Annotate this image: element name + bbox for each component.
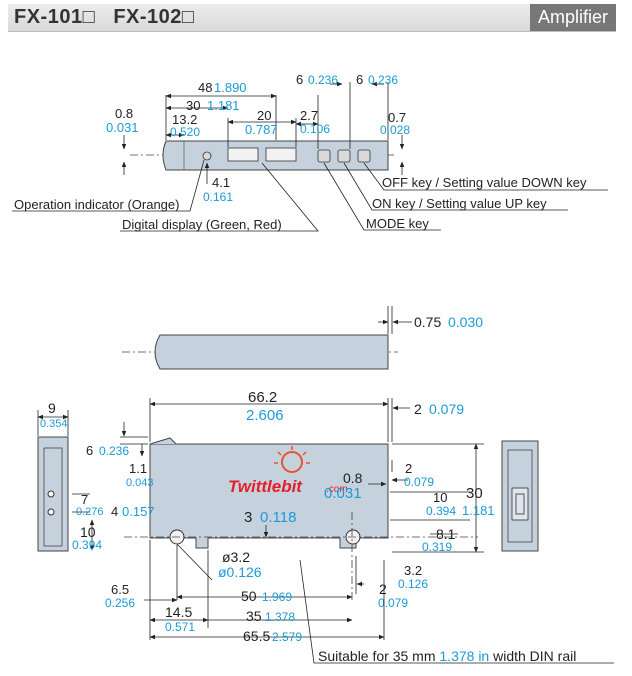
dim-10-right: 10: [433, 490, 447, 505]
dim-66-2: 66.2: [248, 389, 277, 406]
dim-10-right-in: 0.394: [426, 504, 456, 518]
dim-1-1: 1.1: [129, 461, 147, 476]
amplifier-side-body: [154, 334, 389, 370]
dim-hole-in: ø0.126: [218, 564, 262, 580]
off-key: [357, 149, 371, 163]
front-view: 9 0.354 7 0.276 10 0.394: [37, 389, 614, 664]
category-tag: Amplifier: [529, 4, 616, 31]
sun-logo-icon: [274, 446, 310, 473]
dim-6-in: 0.236: [99, 444, 129, 458]
dim-0-8-front-in: 0.031: [324, 485, 362, 502]
dim-8-1-in: 0.319: [422, 540, 452, 554]
dim-2-b-in: 0.079: [404, 475, 434, 489]
dim-2-7-in: 0.106: [300, 122, 330, 136]
callout-digital-display: Digital display (Green, Red): [122, 217, 282, 232]
dim-3-2-in: 0.126: [398, 577, 428, 591]
dim-30: 30: [466, 485, 483, 502]
dim-0-7-in: 0.028: [380, 123, 410, 137]
header-bar: FX-101□ FX-102□ Amplifier: [8, 4, 616, 32]
dim-6b: 6: [356, 72, 363, 87]
dim-10-left: 10: [80, 524, 96, 540]
dim-14-5-in: 0.571: [165, 620, 195, 634]
dim-8-1: 8.1: [436, 526, 456, 542]
callout-mode-key: MODE key: [366, 216, 429, 231]
dim-2-c-in: 0.079: [378, 596, 408, 610]
dim-0-75-in: 0.030: [448, 314, 483, 330]
dim-2-7: 2.7: [300, 108, 318, 123]
dim-2-c: 2: [379, 581, 387, 597]
dim-6-5: 6.5: [111, 582, 129, 597]
dim-0-8: 0.8: [115, 106, 133, 121]
dim-65-5: 65.5: [243, 628, 270, 644]
dim-6a-in: 0.236: [308, 73, 338, 87]
dim-35-in: 1.378: [265, 610, 295, 624]
display-right: [265, 147, 297, 162]
dim-35: 35: [246, 608, 262, 624]
dim-48-in: 1.890: [214, 80, 247, 95]
dim-30: 30: [186, 98, 200, 113]
dim-hole: ø3.2: [222, 549, 250, 565]
dim-20-in: 0.787: [245, 122, 278, 137]
dim-2-top-in: 0.079: [429, 401, 464, 417]
dim-50: 50: [241, 588, 257, 604]
din-rail-note: Suitable for 35 mm 1.378 in width DIN ra…: [318, 648, 576, 664]
connector: [511, 487, 529, 521]
model-title: FX-101□ FX-102□: [14, 6, 195, 28]
dim-0-7: 0.7: [388, 110, 406, 125]
dim-2-top: 2: [414, 401, 422, 417]
dim-7: 7: [81, 492, 88, 507]
dim-6: 6: [86, 443, 93, 458]
dim-6-5-in: 0.256: [105, 596, 135, 610]
dim-4-1-in: 0.161: [203, 190, 233, 204]
dim-48: 48: [198, 80, 212, 95]
dim-30-in: 1.181: [462, 503, 495, 518]
display-left: [227, 147, 259, 162]
dim-3-in: 0.118: [260, 509, 296, 526]
top-view: 48 1.890 30 1.181 13.2 0.520 20 0.787 2.…: [12, 72, 608, 232]
callout-off-key: OFF key / Setting value DOWN key: [382, 175, 587, 190]
on-key: [337, 149, 351, 163]
dim-65-5-in: 2.579: [272, 630, 302, 644]
dim-4-1: 4.1: [212, 175, 230, 190]
dim-13-2-in: 0.520: [170, 125, 200, 139]
dim-0-75: 0.75: [414, 314, 441, 330]
mode-key: [317, 149, 331, 163]
side-view: 0.75 0.030: [122, 306, 483, 370]
dim-0-8-in: 0.031: [106, 120, 139, 135]
dim-0-8-front: 0.8: [343, 470, 363, 486]
dim-1-1-in: 0.043: [126, 477, 154, 489]
dim-50-in: 1.969: [262, 590, 292, 604]
dim-20: 20: [257, 108, 271, 123]
callout-on-key: ON key / Setting value UP key: [372, 196, 547, 211]
callout-operation-indicator: Operation indicator (Orange): [14, 197, 179, 212]
operation-indicator: [202, 151, 212, 161]
dim-30-in: 1.181: [207, 98, 240, 113]
dim-2-b: 2: [405, 461, 412, 476]
dim-66-2-in: 2.606: [246, 407, 284, 424]
amplifier-front-body: [149, 443, 389, 549]
dim-9: 9: [48, 400, 56, 416]
dim-10-left-in: 0.394: [72, 538, 102, 552]
watermark-text: Twittlebit: [228, 477, 303, 496]
dim-4-in: 0.157: [122, 504, 155, 519]
dim-14-5: 14.5: [165, 604, 192, 620]
dim-6b-in: 0.236: [368, 73, 398, 87]
dim-3: 3: [244, 509, 252, 526]
dim-4: 4: [111, 504, 118, 519]
dim-6a: 6: [296, 72, 303, 87]
dim-13-2: 13.2: [172, 112, 197, 127]
dim-7-in: 0.276: [76, 506, 104, 518]
dim-3-2: 3.2: [404, 563, 422, 578]
dim-9-in: 0.354: [40, 418, 68, 430]
watermark-sub: .com: [326, 484, 348, 495]
